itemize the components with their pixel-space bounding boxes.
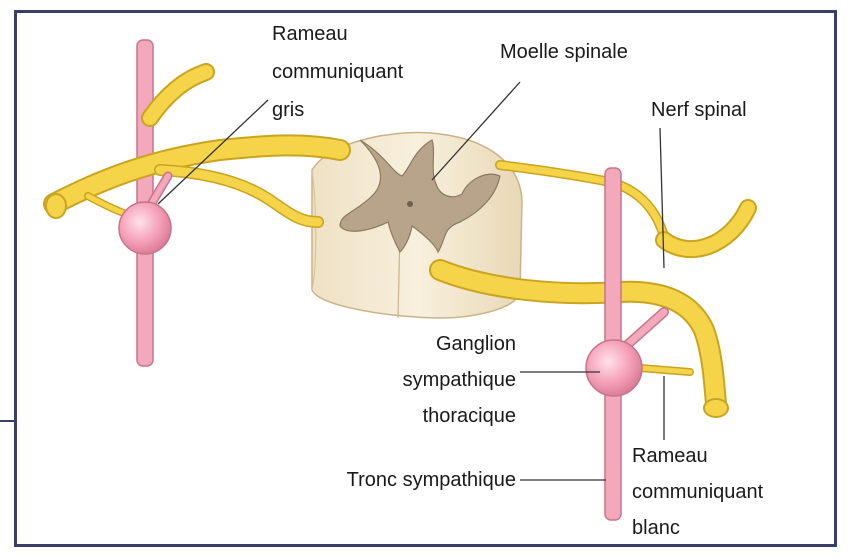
nerve-end-left [46, 194, 66, 218]
label-ganglion-line1: Ganglion [436, 333, 516, 355]
right-ganglion [586, 340, 642, 396]
central-canal [407, 201, 413, 207]
left-ganglion [119, 202, 171, 254]
label-rameau-gris-line2: communiquant [272, 61, 404, 83]
label-moelle-spinale: Moelle spinale [500, 41, 628, 63]
label-ganglion: Ganglion sympathique thoracique [403, 333, 516, 427]
label-rameau-blanc: Rameau communiquant blanc [632, 445, 764, 539]
label-rameau-blanc-line2: communiquant [632, 481, 764, 503]
label-tronc-sympathique: Tronc sympathique [347, 469, 516, 491]
label-ganglion-line3: thoracique [423, 405, 516, 427]
nerve-end-right [704, 399, 728, 417]
label-rameau-gris-line3: gris [272, 99, 304, 121]
label-rameau-gris: Rameau communiquant gris [272, 23, 404, 121]
label-rameau-blanc-line3: blanc [632, 517, 680, 539]
label-nerf-spinal: Nerf spinal [651, 99, 747, 121]
label-ganglion-line2: sympathique [403, 369, 516, 391]
label-rameau-blanc-line1: Rameau [632, 445, 708, 467]
label-rameau-gris-line1: Rameau [272, 23, 348, 45]
